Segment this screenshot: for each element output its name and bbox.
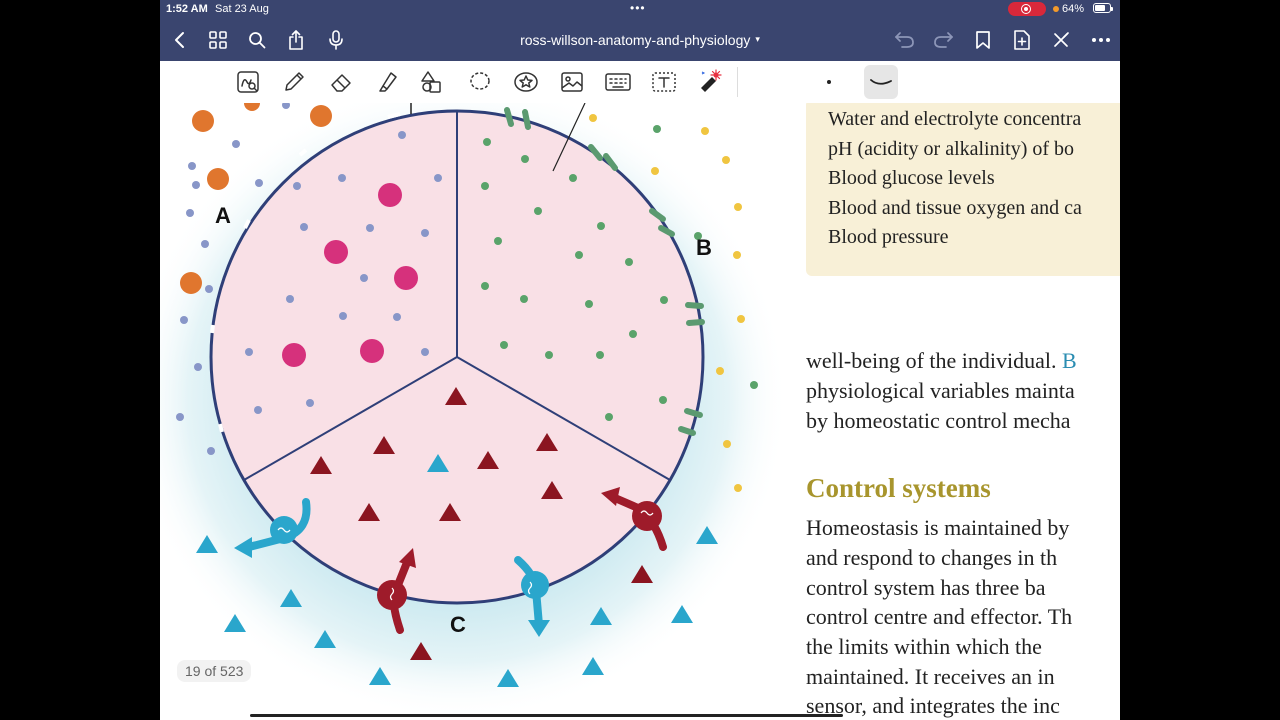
screen-recording-icon[interactable] (1008, 2, 1046, 16)
keyboard-tool-icon[interactable] (603, 67, 633, 97)
cross-reference-link[interactable]: B (1062, 348, 1077, 373)
compartment-a-blue-dots (245, 131, 442, 414)
status-time: 1:52 AM (166, 3, 208, 15)
body-line: Homeostasis is maintained by (806, 515, 1070, 540)
undo-icon[interactable] (890, 18, 920, 61)
image-tool-icon[interactable] (557, 67, 587, 97)
document-navbar: ross-willson-anatomy-and-physiology ▾ (160, 18, 1120, 61)
share-icon[interactable] (281, 18, 311, 61)
thumbnail-grid-icon[interactable] (203, 18, 233, 61)
body-text-span: well-being of the individual. (806, 348, 1057, 373)
lasso-tool-icon[interactable] (465, 67, 495, 97)
body-line: by homeostatic control mecha (806, 408, 1071, 433)
label-c: C (450, 612, 466, 637)
variable-item: Water and electrolyte concentra (828, 108, 1082, 130)
pen-tool-icon[interactable] (279, 67, 309, 97)
add-page-icon[interactable] (1007, 18, 1037, 61)
battery-percent: 64% (1062, 3, 1085, 15)
outside-green-dots (653, 125, 758, 389)
label-pointer-line (552, 103, 586, 172)
compartment-dividers (243, 111, 671, 481)
compartment-a-magenta-molecules (282, 183, 418, 367)
sticker-tool-icon[interactable] (511, 67, 541, 97)
bookmark-icon[interactable] (968, 18, 998, 61)
variables-box: Water and electrolyte concentra pH (acid… (806, 103, 1120, 276)
battery-icon (1093, 3, 1113, 13)
variable-item: Blood pressure (828, 226, 949, 249)
variable-item: Blood glucose levels (828, 167, 995, 190)
body-line: and respond to changes in th (806, 545, 1058, 570)
compartment-c-cyan-triangle (427, 454, 449, 472)
home-indicator[interactable] (250, 714, 843, 717)
outside-red-triangles (410, 565, 653, 660)
outside-yellow-dots (589, 114, 745, 492)
section-heading: Control systems (806, 473, 991, 503)
label-a: A (215, 203, 231, 228)
ipad-screen: 1:52 AM Sat 23 Aug ••• 64% ross-willson-… (160, 0, 1120, 720)
membrane-channels (210, 112, 401, 433)
membrane-receptors (504, 107, 705, 436)
document-page[interactable]: A B C 19 of 523 Water and electrolyte co… (160, 103, 1120, 720)
outside-orange-molecules (180, 103, 332, 294)
search-icon[interactable] (242, 18, 272, 61)
homeostasis-figure: A B C (160, 103, 788, 720)
stroke-size-dot-icon[interactable] (827, 80, 831, 84)
more-icon[interactable] (1086, 18, 1116, 61)
pump-blue-bottom (514, 556, 550, 637)
shapes-tool-icon[interactable] (418, 67, 448, 97)
variable-item: pH (acidity or alkalinity) of bo (828, 137, 1075, 160)
chevron-down-icon: ▾ (755, 34, 760, 44)
microphone-icon[interactable] (321, 18, 351, 61)
privacy-indicator-dot (1053, 6, 1059, 12)
document-title-button[interactable]: ross-willson-anatomy-and-physiology ▾ (470, 18, 810, 61)
redo-icon[interactable] (928, 18, 958, 61)
lasso-text-tool-icon[interactable] (233, 67, 263, 97)
multitasking-dots-icon[interactable]: ••• (630, 1, 646, 15)
body-line: control system has three ba (806, 575, 1046, 600)
body-line: control centre and effector. Th (806, 604, 1073, 629)
body-line: physiological variables mainta (806, 378, 1075, 403)
status-date: Sat 23 Aug (215, 3, 269, 15)
page-number-indicator: 19 of 523 (177, 660, 252, 682)
stroke-curve-icon[interactable] (864, 65, 898, 99)
toolbar-divider (737, 67, 738, 97)
eraser-tool-icon[interactable] (326, 67, 356, 97)
highlighter-tool-icon[interactable] (372, 67, 402, 97)
annotation-toolbar (160, 61, 1120, 104)
back-icon[interactable] (164, 18, 194, 61)
pump-blue-left (234, 498, 311, 558)
body-line: maintained. It receives an in (806, 664, 1055, 689)
status-bar: 1:52 AM Sat 23 Aug ••• 64% (160, 0, 1120, 18)
body-line: the limits within which the (806, 634, 1042, 659)
document-title: ross-willson-anatomy-and-physiology (520, 31, 751, 48)
text-box-tool-icon[interactable] (649, 67, 679, 97)
outside-blue-dots (176, 103, 290, 455)
compartment-b-green-dots (481, 138, 668, 421)
compartment-c-red-triangles (310, 387, 563, 521)
pump-red-right (601, 487, 667, 551)
outside-cyan-triangles (196, 526, 718, 687)
body-line: sensor, and integrates the inc (806, 693, 1060, 718)
close-tools-icon[interactable] (1046, 18, 1076, 61)
label-b: B (696, 235, 712, 260)
variable-item: Blood and tissue oxygen and ca (828, 196, 1082, 219)
body-line: well-being of the individual. B (806, 348, 1077, 374)
pump-red-bottom (377, 548, 416, 634)
laser-pointer-tool-icon[interactable] (695, 67, 725, 97)
